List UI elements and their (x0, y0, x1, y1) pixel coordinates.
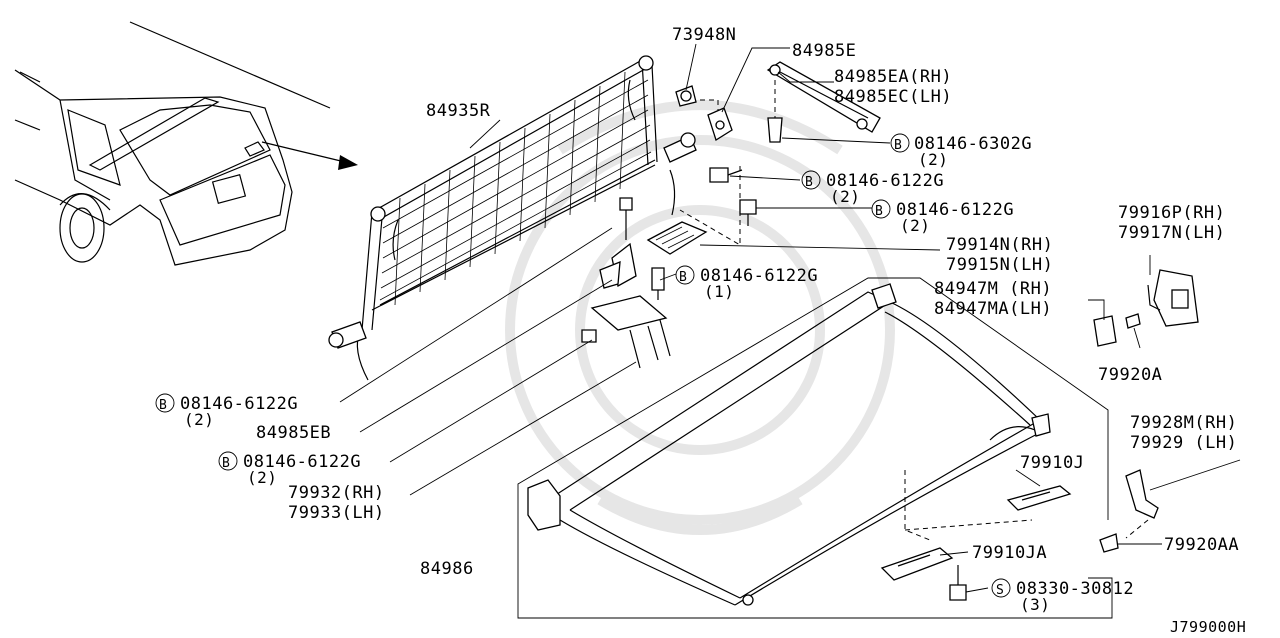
label-79910j: 79910J (1020, 453, 1084, 473)
vehicle-illustration (14, 21, 331, 266)
plate-79910j (904, 470, 1072, 541)
bracket-79932 (581, 267, 671, 369)
label-79920a: 79920A (1098, 365, 1162, 385)
label-84985eb: 84985EB (256, 423, 331, 443)
bolt-marker-e (155, 393, 175, 413)
label-08146-6122g-d-qty: (2) (184, 410, 214, 429)
bolt-marker-b-letter: B (805, 175, 813, 190)
bolts-upper (679, 166, 757, 246)
label-84935r: 84935R (426, 101, 491, 121)
label-84986: 84986 (420, 559, 474, 579)
label-08146-6122g-a: 08146-6122G (826, 171, 944, 191)
diagram-code: J799000H (1170, 618, 1246, 636)
strap-hooks (328, 132, 697, 381)
label-84985ea: 84985EA(RH) (834, 67, 952, 87)
bracket-79928m (1099, 469, 1159, 553)
label-79916p: 79916P(RH) (1118, 203, 1225, 223)
bolt-marker-c (871, 199, 891, 219)
label-08330-30812-qty: (3) (1020, 595, 1050, 614)
callout-arrow (261, 141, 358, 170)
bracket-84985e (707, 107, 733, 141)
cargo-net-84935r (361, 55, 658, 331)
label-84985ec: 84985EC(LH) (834, 87, 952, 107)
leader-lines (339, 43, 1241, 619)
label-08146-6122g-b-qty: (2) (900, 216, 930, 235)
label-79920aa: 79920AA (1164, 535, 1239, 555)
plate-79910ja (880, 547, 967, 601)
label-79914n: 79914N(RH) (946, 235, 1053, 255)
label-08146-6122g-a-qty: (2) (830, 187, 860, 206)
label-79910ja: 79910JA (972, 543, 1047, 563)
watermark-emblem (505, 100, 895, 535)
part-labels: 73948N 84985E 84985EA(RH) 84985EC(LH) 84… (155, 25, 1246, 636)
label-08146-6122g-c-qty: (1) (704, 282, 734, 301)
label-08146-6122g-d: 08146-6122G (180, 394, 298, 414)
bolt-marker-c-letter: B (875, 204, 883, 219)
label-73948n: 73948N (672, 25, 736, 45)
cover-79914n (646, 221, 708, 255)
label-08146-6122g-e: 08146-6122G (243, 452, 361, 472)
label-79915n: 79915N(LH) (946, 255, 1053, 275)
label-08146-6122g-c: 08146-6122G (700, 266, 818, 286)
bolt-marker-f-letter: B (222, 456, 230, 471)
label-79928m: 79928M(RH) (1130, 413, 1237, 433)
label-08146-6302g: 08146-6302G (914, 134, 1032, 154)
label-84985e: 84985E (792, 41, 856, 61)
label-84947m: 84947M (RH) (934, 279, 1052, 299)
label-79933: 79933(LH) (288, 503, 385, 523)
label-79932: 79932(RH) (288, 483, 385, 503)
bolt-marker-d (675, 265, 695, 285)
bolt-marker-a-letter: B (894, 138, 902, 153)
label-08146-6122g-e-qty: (2) (247, 468, 277, 487)
bolt-marker-e-letter: B (159, 398, 167, 413)
bracket-84985eb (599, 197, 637, 289)
bolt-marker-f (218, 451, 238, 471)
label-08146-6122g-b: 08146-6122G (896, 200, 1014, 220)
label-84947ma: 84947MA(LH) (934, 299, 1052, 319)
bolt-marker-b (801, 170, 821, 190)
bolt-marker-d-letter: B (679, 270, 687, 285)
label-79929: 79929 (LH) (1130, 433, 1237, 453)
rail-84985ea (766, 61, 881, 143)
label-08146-6302g-qty: (2) (918, 150, 948, 169)
tonneau-cover-84986 (527, 283, 1051, 606)
label-79917n: 79917N(LH) (1118, 223, 1225, 243)
label-08330-30812: 08330-30812 (1016, 579, 1134, 599)
hook-79916p (1147, 269, 1199, 327)
cap-84947m (1093, 313, 1141, 347)
screw-marker-letter: S (996, 583, 1004, 598)
bolt-marker-a (890, 133, 910, 153)
screw-marker (991, 578, 1011, 598)
